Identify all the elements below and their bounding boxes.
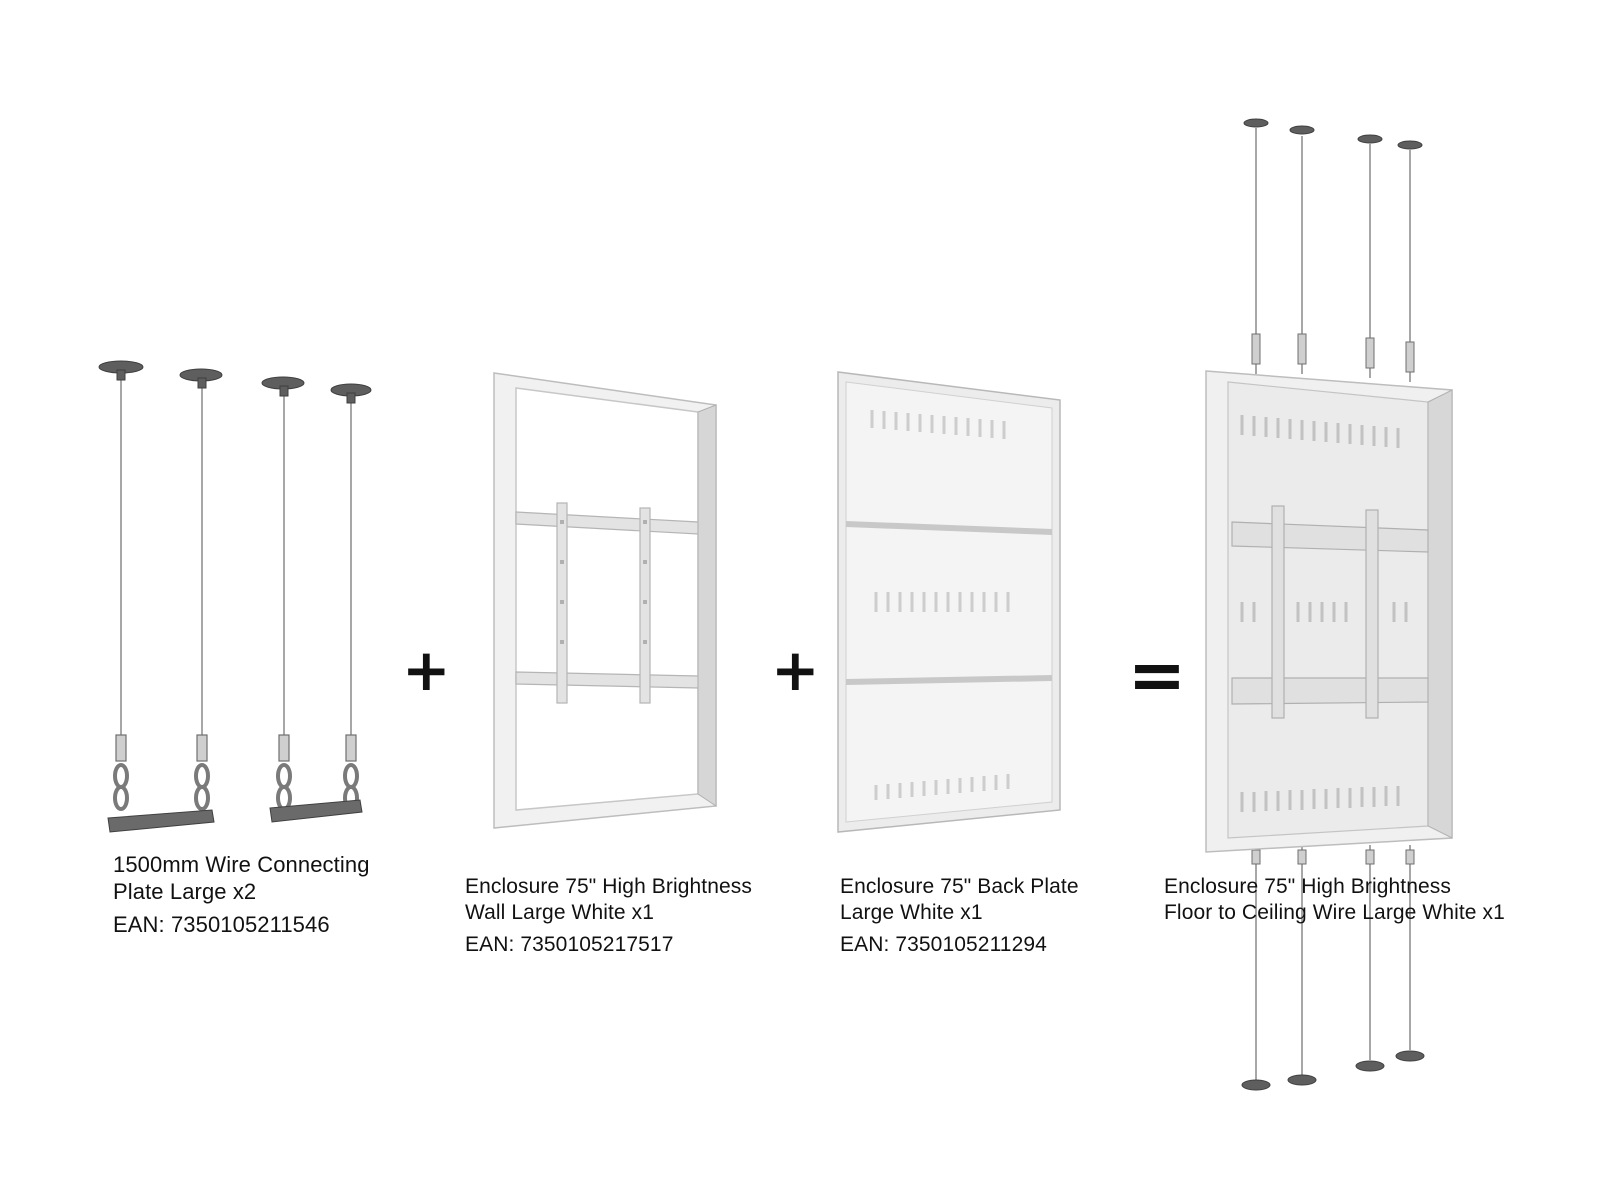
product-title-line: Large White x1 (840, 901, 983, 924)
product-caption-back-plate: Enclosure 75" Back Plate Large White x1 … (840, 874, 1079, 958)
product-title-line: Wall Large White x1 (465, 901, 655, 924)
product-title-line: 1500mm Wire Connecting (113, 852, 370, 877)
product-ean: EAN: 7350105211546 (113, 912, 330, 937)
plus-sign: + (402, 636, 451, 704)
product-caption-wall-frame: Enclosure 75" High Brightness Wall Large… (465, 874, 752, 958)
product-caption-floor-to-ceiling: Enclosure 75" High Brightness Floor to C… (1164, 874, 1505, 926)
product-title-line: Enclosure 75" Back Plate (840, 875, 1079, 898)
product-title-line: Enclosure 75" High Brightness (465, 875, 753, 898)
product-title-line: Plate Large x2 (113, 879, 257, 904)
product-ean: EAN: 7350105217517 (465, 933, 674, 956)
product-caption-wire-plate: 1500mm Wire Connecting Plate Large x2 EA… (113, 851, 370, 938)
plus-sign: + (771, 636, 820, 704)
product-title-line: Floor to Ceiling Wire Large White x1 (1164, 901, 1505, 924)
product-title-line: Enclosure 75" High Brightness (1164, 875, 1452, 898)
product-ean: EAN: 7350105211294 (840, 933, 1047, 956)
equals-sign: = (1127, 634, 1187, 716)
